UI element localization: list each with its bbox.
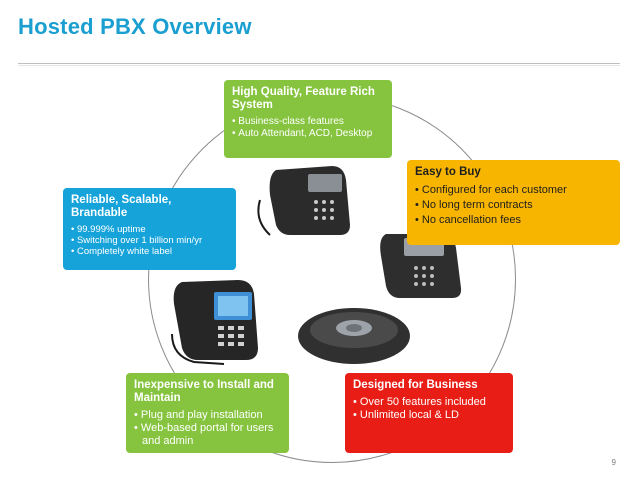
box-item: Unlimited local & LD (353, 409, 505, 422)
video-phone-image (171, 280, 258, 365)
slide-title: Hosted PBX Overview (18, 14, 252, 39)
box-heading: Reliable, Scalable, Brandable (71, 194, 172, 219)
box-item: Over 50 features included (353, 396, 505, 409)
box-item: No long term contracts (415, 198, 612, 213)
box-item: No cancellation fees (415, 213, 612, 228)
page-number: 9 (611, 458, 616, 467)
feature-box-easy-to-buy: Easy to Buy Configured for each customer… (407, 160, 620, 245)
desk-phone-image-right (380, 234, 462, 298)
feature-box-quality: High Quality, Feature Rich System Busine… (224, 80, 392, 158)
box-heading: Easy to Buy (415, 166, 481, 178)
box-item: Configured for each customer (415, 183, 612, 198)
box-item: Web-based portal for users and admin (134, 422, 281, 448)
box-heading: Inexpensive to Install and Maintain (134, 379, 274, 404)
title-divider-shadow (18, 65, 620, 66)
box-heading: Designed for Business (353, 379, 478, 391)
conference-phone-image (298, 308, 410, 364)
box-heading: High Quality, Feature Rich System (232, 86, 375, 111)
box-item: Switching over 1 billion min/yr (71, 235, 228, 246)
feature-box-reliable: Reliable, Scalable, Brandable 99.999% up… (63, 188, 236, 270)
box-item: 99.999% uptime (71, 224, 228, 235)
feature-box-business: Designed for Business Over 50 features i… (345, 373, 513, 453)
desk-phone-image-top (257, 166, 350, 236)
box-item: Auto Attendant, ACD, Desktop (232, 128, 384, 140)
box-item: Business-class features (232, 116, 384, 128)
box-item: Plug and play installation (134, 409, 281, 422)
title-divider (18, 63, 620, 64)
feature-box-inexpensive: Inexpensive to Install and Maintain Plug… (126, 373, 289, 453)
box-item: Completely white label (71, 246, 228, 257)
